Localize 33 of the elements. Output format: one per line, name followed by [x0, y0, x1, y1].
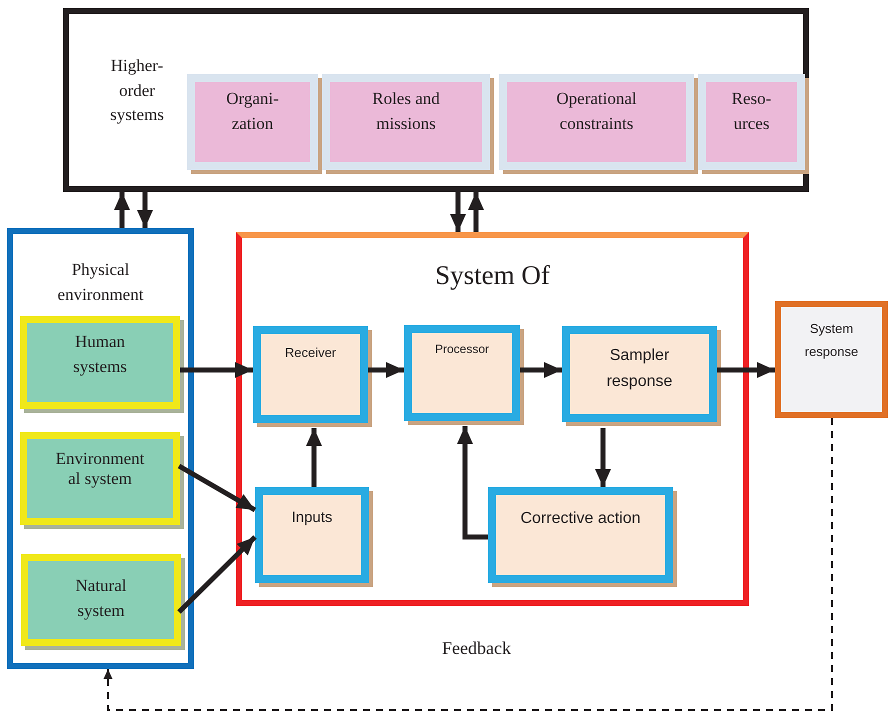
arrow [137, 192, 153, 228]
arrow [368, 362, 404, 378]
arrow [457, 426, 488, 540]
group-frame [7, 228, 194, 669]
group-title: Higher- order systems [109, 55, 165, 126]
box-label: Roles and missions [371, 88, 441, 135]
arrow [595, 428, 611, 487]
box-label: Inputs [290, 508, 334, 528]
box-label: Human systems [72, 331, 128, 378]
feedback-label: Feedback [442, 638, 511, 659]
box-label: Corrective action [519, 509, 642, 529]
group-frame [63, 8, 809, 192]
box-label: Organi- zation [225, 88, 280, 135]
box-label: Sampler response [606, 346, 674, 392]
arrow [450, 192, 466, 232]
box-label: Receiver [284, 344, 338, 362]
feedback-arrow [104, 418, 833, 711]
box-label: Processor [434, 341, 490, 358]
box-label: Environment al system [54, 449, 146, 490]
group-title: System Of [434, 259, 551, 292]
arrow [468, 192, 484, 232]
box-label: Operational constraints [555, 88, 638, 135]
arrow [180, 362, 253, 378]
box-label: Natural system [74, 575, 128, 622]
arrow [114, 192, 130, 228]
arrow [520, 362, 562, 378]
box-label: Reso- urces [730, 88, 772, 135]
box-label: System response [804, 320, 860, 362]
group-title: Physical environment [56, 259, 144, 306]
system-frame [236, 232, 749, 606]
arrow [306, 428, 322, 487]
output-box [775, 301, 888, 418]
arrow [717, 362, 775, 378]
